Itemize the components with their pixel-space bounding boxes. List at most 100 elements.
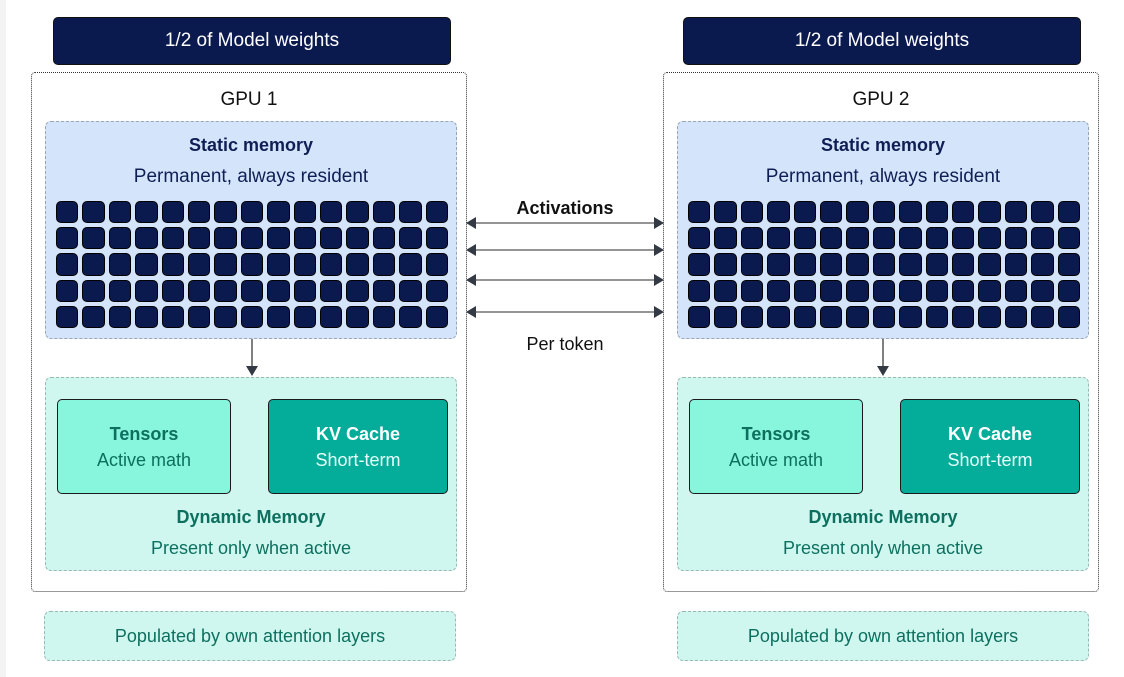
weight-block xyxy=(767,279,790,302)
weight-block xyxy=(161,305,184,328)
weight-block xyxy=(872,253,896,276)
gpu2-static-memory: Static memory Permanent, always resident xyxy=(677,121,1089,339)
gpu1-tensors-title: Tensors xyxy=(109,424,179,444)
weight-block xyxy=(108,227,132,250)
weight-block xyxy=(1004,227,1028,250)
weight-block xyxy=(82,305,105,328)
weight-block xyxy=(688,227,711,250)
weight-block xyxy=(740,279,764,302)
gpu2-title: GPU 2 xyxy=(852,89,910,110)
weight-block xyxy=(319,201,343,224)
weight-block xyxy=(899,227,922,250)
gpu2-dynamic-title: Dynamic Memory xyxy=(808,507,958,527)
weight-block xyxy=(319,227,343,250)
weight-block xyxy=(688,201,711,224)
weight-block xyxy=(82,253,105,276)
weight-block xyxy=(214,201,237,224)
weight-block xyxy=(214,305,237,328)
weight-block xyxy=(267,253,290,276)
weight-block xyxy=(819,305,843,328)
weight-block xyxy=(161,201,184,224)
weight-block xyxy=(925,253,948,276)
gpu1-dynamic-memory: Tensors Active math KV Cache Short-term … xyxy=(45,377,457,571)
weight-block xyxy=(714,305,737,328)
weight-block xyxy=(1031,305,1054,328)
activations-label: Activations xyxy=(516,198,614,218)
weight-block xyxy=(399,279,422,302)
weight-block xyxy=(688,253,711,276)
weight-block xyxy=(951,253,975,276)
weight-block xyxy=(793,227,816,250)
weight-block xyxy=(187,253,211,276)
activation-arrow-icon xyxy=(466,274,664,286)
weight-block xyxy=(108,253,132,276)
weight-block xyxy=(240,279,264,302)
weight-block xyxy=(56,227,79,250)
weight-block xyxy=(399,227,422,250)
weight-block xyxy=(135,201,158,224)
weight-block xyxy=(978,201,1001,224)
weight-block xyxy=(161,253,184,276)
weight-block xyxy=(425,227,448,250)
weight-block xyxy=(346,227,369,250)
gpu2-frame: GPU 2 Static memory Permanent, always re… xyxy=(663,72,1099,592)
weight-block xyxy=(135,279,158,302)
weight-block xyxy=(267,305,290,328)
weight-block xyxy=(240,305,264,328)
weight-block xyxy=(925,305,948,328)
weight-block xyxy=(951,227,975,250)
gpu1-kv-cache-box: KV Cache Short-term xyxy=(268,399,448,494)
weight-block xyxy=(135,227,158,250)
weight-block xyxy=(214,253,237,276)
weight-block xyxy=(372,279,396,302)
weight-block xyxy=(319,253,343,276)
gpu2-static-subtitle: Permanent, always resident xyxy=(765,166,1001,187)
weight-block xyxy=(293,279,316,302)
weight-block xyxy=(714,253,737,276)
weight-block xyxy=(1004,305,1028,328)
gpu1-title: GPU 1 xyxy=(220,89,278,110)
weight-block xyxy=(240,201,264,224)
weight-block xyxy=(293,253,316,276)
weight-block xyxy=(135,253,158,276)
gpu1-kv-cache-subtitle: Short-term xyxy=(315,450,401,470)
weight-block xyxy=(267,279,290,302)
weight-block xyxy=(740,227,764,250)
gpu1-static-subtitle: Permanent, always resident xyxy=(133,166,369,187)
weight-block xyxy=(425,279,448,302)
weight-block xyxy=(793,201,816,224)
weight-block xyxy=(951,279,975,302)
weight-block xyxy=(767,253,790,276)
gpu2-dynamic-memory: Tensors Active math KV Cache Short-term … xyxy=(677,377,1089,571)
weight-block xyxy=(372,227,396,250)
gpu2-weights-header: 1/2 of Model weights xyxy=(683,17,1081,65)
weight-block xyxy=(108,305,132,328)
weight-block xyxy=(925,227,948,250)
gpu2-tensors-title: Tensors xyxy=(741,424,811,444)
weight-block xyxy=(1004,279,1028,302)
weight-block xyxy=(161,279,184,302)
activation-arrows xyxy=(466,217,664,318)
weight-block xyxy=(399,201,422,224)
weight-block xyxy=(846,227,869,250)
weight-block xyxy=(372,201,396,224)
weight-block xyxy=(399,305,422,328)
weight-block xyxy=(82,279,105,302)
weight-block xyxy=(56,201,79,224)
weight-block xyxy=(925,279,948,302)
activation-arrow-icon xyxy=(466,244,664,256)
gpu1-weights-header: 1/2 of Model weights xyxy=(53,17,451,65)
weight-block xyxy=(1057,305,1080,328)
weight-block xyxy=(767,305,790,328)
weight-block xyxy=(187,279,211,302)
gpu1-tensors-box: Tensors Active math xyxy=(57,399,231,494)
weight-block xyxy=(872,305,896,328)
weight-block xyxy=(872,201,896,224)
weight-block xyxy=(399,253,422,276)
weight-block xyxy=(214,279,237,302)
left-edge-strip xyxy=(0,0,6,677)
weight-block xyxy=(978,279,1001,302)
weight-block xyxy=(187,305,211,328)
weight-block xyxy=(767,227,790,250)
weight-block xyxy=(346,253,369,276)
